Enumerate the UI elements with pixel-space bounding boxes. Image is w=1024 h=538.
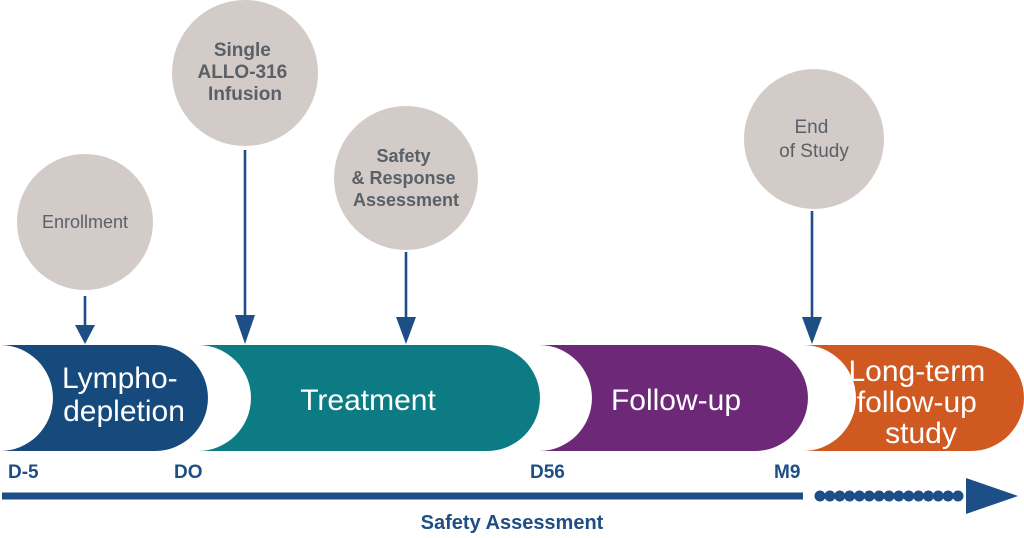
axis-dot [922,490,934,502]
milestone-circle-end-of-study [744,69,884,209]
milestone-label-single-allo-316-infusion: Single ALLO-316 Infusion [197,40,292,105]
axis-dot [952,490,964,502]
milestone-circle-enrollment [17,154,153,290]
phase-band-label-follow-up: Follow-up [611,384,741,417]
axis-dot [834,490,846,502]
phase-band-shape-treatment [198,345,540,451]
connector-arrow-single-allo-316-infusion [235,150,255,344]
phase-bands: Lympho- depletion Treatment Follow-up [0,345,1024,451]
milestone-enrollment[interactable]: Enrollment [17,154,153,290]
axis-arrowhead-icon [966,478,1018,514]
phase-band-label-treatment: Treatment [300,384,436,417]
axis-dot [883,490,895,502]
milestone-circle-single-allo-316-infusion [172,0,318,146]
axis-dot [903,490,915,502]
connector-arrow-safety-and-response-assessment [396,252,416,344]
timepoint-label-d56: D56 [530,462,565,483]
milestone-circle-safety-and-response-assessment [334,106,478,250]
axis-dot [824,490,836,502]
connector-arrow-enrollment [75,296,95,344]
timepoint-label-d0: DO [174,462,203,483]
phase-band-shape-long-term-follow-up-study [803,345,1024,451]
timepoint-labels: D-5 DO D56 M9 [8,462,800,483]
phase-band-long-term-follow-up-study[interactable]: Long-term follow-up study [803,345,1024,451]
milestone-circles: Enrollment Single ALLO-316 Infusion Safe… [17,0,884,290]
timepoint-label-d-5: D-5 [8,462,39,483]
axis-dot [863,490,875,502]
milestone-safety-and-response-assessment[interactable]: Safety & Response Assessment [334,106,478,250]
milestone-label-safety-and-response-assessment: Safety & Response Assessment [351,146,460,210]
phase-band-shape-lymphodepletion [0,345,208,451]
milestone-end-of-study[interactable]: End of Study [744,69,884,209]
axis-dot [844,490,856,502]
milestone-single-allo-316-infusion[interactable]: Single ALLO-316 Infusion [172,0,318,146]
phase-band-label-long-term-follow-up-study: Long-term follow-up study [848,355,993,450]
axis-dot [942,490,954,502]
axis-dot [873,490,885,502]
phase-band-label-lymphodepletion: Lympho- depletion [62,362,186,428]
safety-assessment-axis: Safety Assessment [2,478,1018,534]
axis-dot [932,490,944,502]
milestone-label-end-of-study: End of Study [779,117,849,162]
phase-band-lymphodepletion[interactable]: Lympho- depletion [0,345,208,451]
milestone-label-enrollment: Enrollment [42,212,128,232]
connector-arrow-end-of-study [802,211,822,344]
axis-dot [913,490,925,502]
axis-dot [893,490,905,502]
axis-dotted-segment [814,490,964,502]
phase-band-treatment[interactable]: Treatment [198,345,540,451]
phase-band-shape-follow-up [539,345,808,451]
timepoint-label-m9: M9 [774,462,800,483]
axis-dot [814,490,826,502]
phase-band-follow-up[interactable]: Follow-up [539,345,808,451]
connector-arrows [75,150,822,344]
axis-caption-safety-assessment: Safety Assessment [421,512,604,534]
axis-dot [853,490,865,502]
